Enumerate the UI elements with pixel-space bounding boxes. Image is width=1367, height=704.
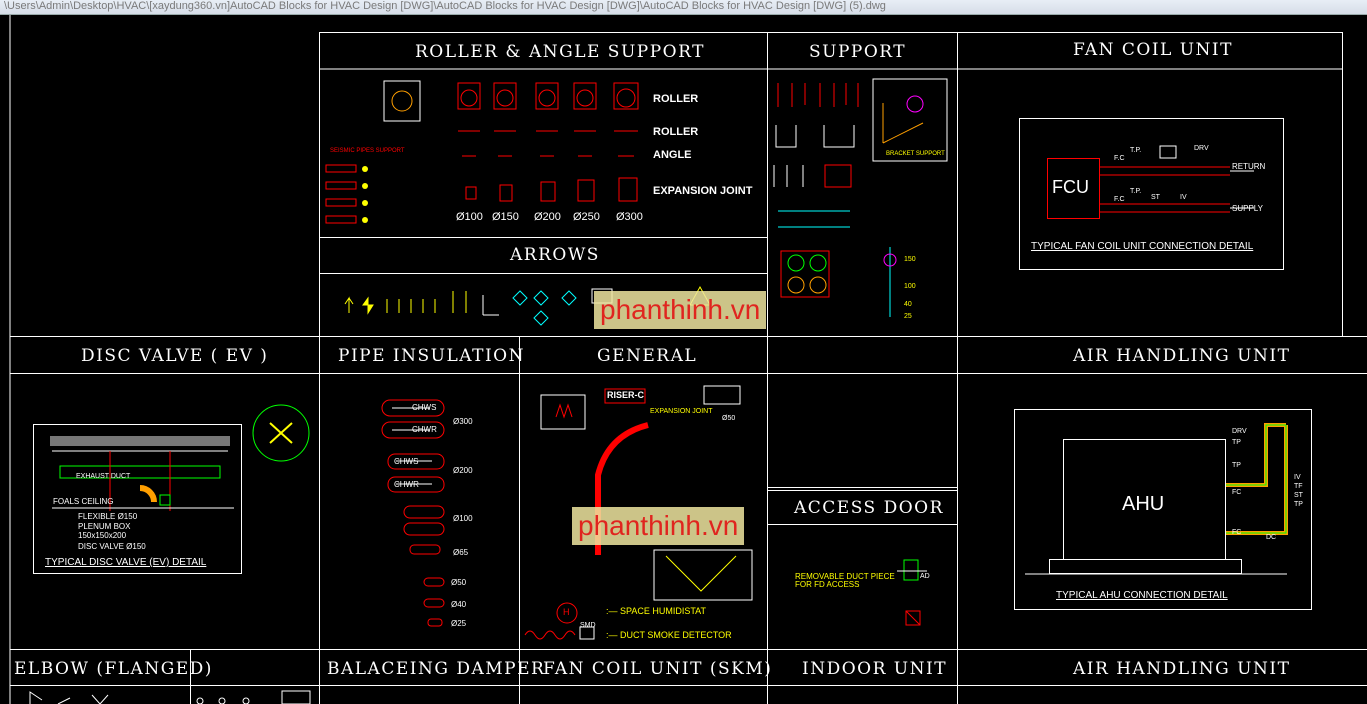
size-200: Ø200	[534, 211, 561, 223]
insul-size-40: Ø40	[451, 600, 467, 609]
label-roller-2: ROLLER	[653, 126, 699, 138]
insul-size-25: Ø25	[451, 619, 467, 628]
access-ad: AD	[920, 573, 930, 580]
section-title-roller: ROLLER & ANGLE SUPPORT	[415, 42, 705, 62]
insul-chwr-2: CHWR	[394, 480, 419, 489]
insul-chws-2: CHWS	[394, 457, 419, 466]
ahu-st: ST	[1294, 492, 1303, 499]
disc-exhaust-duct: EXHAUST DUCT	[76, 473, 131, 480]
label-seismic: SEISMIC PIPES SUPPORT	[330, 148, 405, 154]
fcu-fc-2: F.C	[1114, 196, 1125, 203]
fcu-fc-1: F.C	[1114, 155, 1125, 162]
disc-ceiling: FOALS CEILING	[53, 497, 114, 506]
section-title-ahu-2: AIR HANDLING UNIT	[1073, 659, 1291, 679]
general-dim: Ø50	[722, 415, 736, 422]
section-title-general: GENERAL	[597, 346, 698, 366]
window-title-bar: \Users\Admin\Desktop\HVAC\[xaydung360.vn…	[0, 0, 1367, 15]
section-title-ahu: AIR HANDLING UNIT	[1073, 346, 1291, 366]
insul-size-50: Ø50	[451, 578, 467, 587]
disc-valve-size: DISC VALVE Ø150	[78, 542, 146, 551]
drawing-canvas[interactable]: ROLLER & ANGLE SUPPORT SUPPORT FAN COIL …	[0, 15, 1367, 704]
general-humidistat: :— SPACE HUMIDISTAT	[606, 606, 707, 616]
fcu-drv: DRV	[1194, 145, 1209, 152]
ahu-tf: TF	[1294, 483, 1303, 490]
section-title-fcu-skm: FAN COIL UNIT (SKM)	[543, 659, 773, 679]
fcu-tp-2: T.P.	[1130, 188, 1142, 195]
support-size-25: 25	[904, 313, 912, 320]
ahu-fc-1: FC	[1232, 489, 1242, 496]
fcu-box-label: FCU	[1052, 177, 1089, 197]
size-250: Ø250	[573, 211, 600, 223]
ahu-detail	[1014, 409, 1312, 610]
window-title: \Users\Admin\Desktop\HVAC\[xaydung360.vn…	[4, 0, 886, 12]
fcu-st: ST	[1151, 194, 1160, 201]
section-title-access-door: ACCESS DOOR	[794, 498, 944, 518]
watermark-2: phanthinh.vn	[572, 507, 745, 545]
section-title-elbow: ELBOW (FLANGED)	[14, 659, 213, 679]
cad-drawing	[9, 15, 1367, 704]
watermark-1: phanthinh.vn	[594, 291, 767, 329]
access-text-2: FOR FD ACCESS	[795, 580, 860, 589]
fcu-iv: IV	[1180, 194, 1187, 201]
access-text-1: REMOVABLE DUCT PIECE	[795, 572, 895, 581]
ahu-dc: DC	[1266, 534, 1277, 541]
section-title-arrows: ARROWS	[510, 245, 600, 265]
general-riser: RISER-C	[607, 390, 645, 400]
section-title-indoor-unit: INDOOR UNIT	[802, 659, 948, 679]
section-title-pipe-insulation: PIPE INSULATION	[338, 346, 525, 366]
support-size-100: 100	[904, 283, 916, 290]
label-expansion-joint: EXPANSION JOINT	[653, 185, 753, 197]
insul-chwr-1: CHWR	[412, 425, 437, 434]
fcu-detail	[1019, 118, 1284, 270]
section-title-fcu: FAN COIL UNIT	[1073, 40, 1233, 60]
insul-size-65: Ø65	[453, 548, 469, 557]
fcu-supply-label: SUPPLY	[1232, 204, 1263, 213]
label-bracket-support: BRACKET SUPPORT	[886, 151, 945, 157]
ahu-box-label: AHU	[1122, 493, 1165, 515]
fcu-caption: TYPICAL FAN COIL UNIT CONNECTION DETAIL	[1031, 241, 1254, 252]
ahu-fc-2: FC	[1232, 529, 1242, 536]
label-angle: ANGLE	[653, 149, 692, 161]
ahu-tp-1: TP	[1232, 439, 1241, 446]
insul-chws-1: CHWS	[412, 403, 437, 412]
section-title-balancing-damper: BALACEING DAMPER	[327, 659, 546, 679]
fcu-return-label: RETURN	[1232, 162, 1266, 171]
roller-symbols	[325, 80, 639, 224]
disc-caption: TYPICAL DISC VALVE (EV) DETAIL	[45, 557, 207, 568]
ahu-iv: IV	[1294, 474, 1301, 481]
general-expansion-joint: EXPANSION JOINT	[650, 408, 713, 415]
ahu-drv: DRV	[1232, 428, 1247, 435]
general-smoke-detector: :— DUCT SMOKE DETECTOR	[606, 630, 732, 640]
section-title-support: SUPPORT	[809, 42, 907, 62]
support-size-40: 40	[904, 301, 912, 308]
section-title-disc-valve: DISC VALVE ( EV )	[81, 346, 269, 366]
size-100: Ø100	[456, 211, 483, 223]
support-symbols	[773, 78, 948, 317]
pipe-insulation-symbols	[381, 399, 445, 627]
bottom-symbols	[29, 690, 311, 704]
access-door-symbols	[897, 559, 927, 626]
table-grid	[9, 15, 1367, 704]
ahu-tp-2: TP	[1232, 462, 1241, 469]
disc-plenum-size: 150x150x200	[78, 531, 127, 540]
fcu-tp-1: T.P.	[1130, 147, 1142, 154]
insul-size-200: Ø200	[453, 466, 473, 475]
size-150: Ø150	[492, 211, 519, 223]
disc-flexible: FLEXIBLE Ø150	[78, 512, 138, 521]
disc-plenum: PLENUM BOX	[78, 522, 131, 531]
insul-size-300: Ø300	[453, 417, 473, 426]
general-smd: SMD	[580, 622, 596, 629]
general-symbols	[524, 385, 753, 640]
size-300: Ø300	[616, 211, 643, 223]
ahu-caption: TYPICAL AHU CONNECTION DETAIL	[1056, 590, 1228, 601]
support-size-150: 150	[904, 256, 916, 263]
label-roller-1: ROLLER	[653, 93, 699, 105]
general-h-symbol: H	[563, 607, 570, 617]
disc-valve-detail	[33, 404, 310, 574]
ahu-tp-3: TP	[1294, 501, 1303, 508]
insul-size-100: Ø100	[453, 514, 473, 523]
